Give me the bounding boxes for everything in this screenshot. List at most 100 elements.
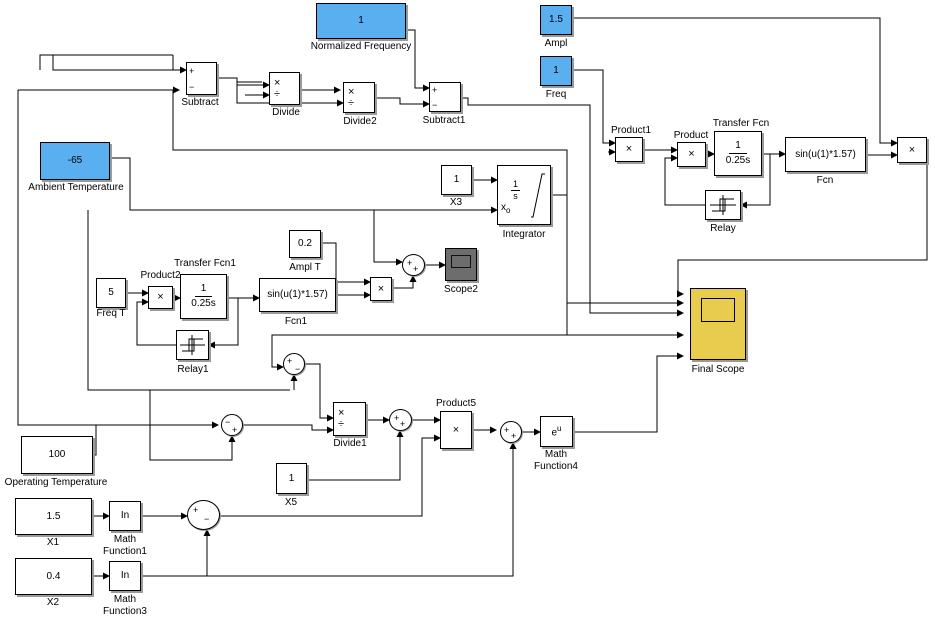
normalized-frequency-constant[interactable]: 1: [316, 3, 406, 39]
divide1-block[interactable]: × ÷: [333, 402, 366, 436]
plus-sign: +: [287, 356, 293, 366]
product2-label: Product2: [140, 270, 181, 281]
freq-t-constant[interactable]: 5: [96, 278, 126, 308]
freq-t-label: Freq T: [96, 308, 126, 319]
multiply-icon: ×: [274, 76, 281, 89]
ampl-label: Ampl: [544, 38, 568, 49]
integrator-fraction: 1 s: [511, 179, 521, 201]
multiply-icon: ×: [625, 143, 633, 155]
signal-line: [208, 298, 239, 349]
sum-block-exp[interactable]: + +: [500, 421, 522, 443]
operating-temperature-value: 100: [48, 449, 66, 460]
divide-icon: ÷: [338, 418, 345, 430]
math-function4-block[interactable]: eu: [540, 416, 573, 447]
transfer-fcn1-numerator: 1: [194, 283, 213, 297]
signal-line: [664, 154, 705, 206]
signal-line: [219, 434, 441, 517]
integrator-initial-port: xo: [501, 202, 511, 215]
signal-line: [321, 242, 371, 286]
plus-sign: +: [400, 419, 406, 429]
x2-constant[interactable]: 0.4: [15, 558, 92, 595]
signal-line: [375, 97, 430, 108]
final-scope-label: Final Scope: [691, 364, 745, 375]
ampl-t-constant[interactable]: 0.2: [289, 230, 321, 258]
multiply-icon: ×: [377, 282, 385, 295]
relay-block[interactable]: [705, 190, 741, 220]
fcn-block[interactable]: sin(u(1)*1.57): [785, 137, 866, 172]
final-scope-block[interactable]: [690, 288, 746, 360]
sum-block-ln-diff[interactable]: + −: [187, 500, 220, 530]
math-function3-block[interactable]: In: [109, 561, 141, 591]
transfer-fcn1-block[interactable]: 1 0.25s: [180, 274, 227, 319]
x2-label: X2: [46, 597, 60, 608]
ampl-t-product-block[interactable]: ×: [370, 277, 392, 301]
subtract1-block[interactable]: + −: [429, 82, 461, 112]
signal-line: [407, 29, 430, 92]
math-function1-block[interactable]: In: [109, 501, 141, 531]
integrator-numerator: 1: [511, 179, 521, 191]
operating-temperature-constant[interactable]: 100: [21, 436, 93, 474]
freq-constant[interactable]: 1: [540, 56, 572, 86]
fcn-label: Fcn: [816, 175, 834, 186]
transfer-fcn-block[interactable]: 1 0.25s: [714, 131, 762, 176]
ampl-t-label: Ampl T: [289, 262, 321, 273]
freq-t-value: 5: [108, 287, 114, 298]
plus-sign: +: [232, 425, 238, 435]
signal-line: [136, 298, 176, 346]
exp-expression: eu: [551, 424, 562, 439]
x3-value: 1: [453, 174, 460, 185]
signal-line: [243, 424, 334, 434]
signal-line: [52, 55, 186, 71]
scope-screen-icon: [701, 298, 735, 322]
relay-hysteresis-icon: [710, 195, 736, 215]
subtract-label: Subtract: [181, 97, 219, 108]
minus-sign: −: [295, 364, 301, 374]
product1-block[interactable]: ×: [615, 137, 643, 162]
signal-line: [39, 54, 173, 70]
subtract-block[interactable]: + −: [186, 62, 217, 95]
divide-label: Divide: [272, 107, 300, 118]
math-function3-label-line1: Math: [113, 594, 137, 605]
relay1-block[interactable]: [176, 330, 209, 360]
math-function1-label-line1: Math: [113, 534, 137, 545]
multiply-icon: ×: [157, 291, 164, 303]
sum-block-scope2[interactable]: + +: [402, 254, 425, 276]
divide-icon: ÷: [348, 96, 355, 109]
plus-sign: +: [413, 264, 419, 274]
x5-constant[interactable]: 1: [276, 463, 307, 494]
math-function4-label-line1: Math: [544, 449, 568, 460]
sum-block-divide1[interactable]: + +: [389, 409, 412, 431]
ampl-product-block[interactable]: ×: [897, 137, 927, 163]
signal-line: [461, 97, 684, 317]
transfer-fcn1-denominator: 0.25s: [191, 298, 216, 309]
product2-block[interactable]: ×: [148, 286, 173, 309]
divide-icon: ÷: [274, 87, 281, 100]
integrator-denominator: s: [513, 191, 518, 201]
scope2-block[interactable]: [445, 248, 477, 281]
product5-block[interactable]: ×: [440, 411, 472, 449]
product-block[interactable]: ×: [677, 142, 706, 167]
plus-sign: +: [394, 413, 400, 423]
multiply-icon: ×: [908, 143, 916, 156]
signal-line: [236, 80, 344, 107]
fcn1-label: Fcn1: [284, 316, 308, 327]
x1-constant[interactable]: 1.5: [15, 498, 92, 535]
multiply-icon: ×: [348, 85, 355, 98]
transfer-fcn-label: Transfer Fcn: [712, 118, 770, 129]
plus-sign: +: [193, 505, 199, 515]
ambient-temperature-constant[interactable]: -65: [40, 142, 110, 180]
sum-block-operating[interactable]: − +: [221, 414, 243, 436]
fcn1-block[interactable]: sin(u(1)*1.57): [259, 278, 336, 312]
ln-expression: In: [120, 570, 130, 581]
divide2-label: Divide2: [343, 116, 377, 127]
sum-block-temperature-diff[interactable]: + −: [283, 353, 305, 375]
ampl-constant[interactable]: 1.5: [540, 5, 572, 35]
signal-line: [677, 150, 928, 298]
x3-constant[interactable]: 1: [441, 165, 472, 195]
integrator-block[interactable]: 1 s xo: [497, 165, 551, 225]
divide-block[interactable]: × ÷: [269, 72, 300, 105]
normalized-frequency-label: Normalized Frequency: [310, 41, 412, 52]
divide2-block[interactable]: × ÷: [343, 82, 375, 113]
plus-sign: +: [189, 66, 195, 76]
signal-line: [93, 425, 97, 456]
